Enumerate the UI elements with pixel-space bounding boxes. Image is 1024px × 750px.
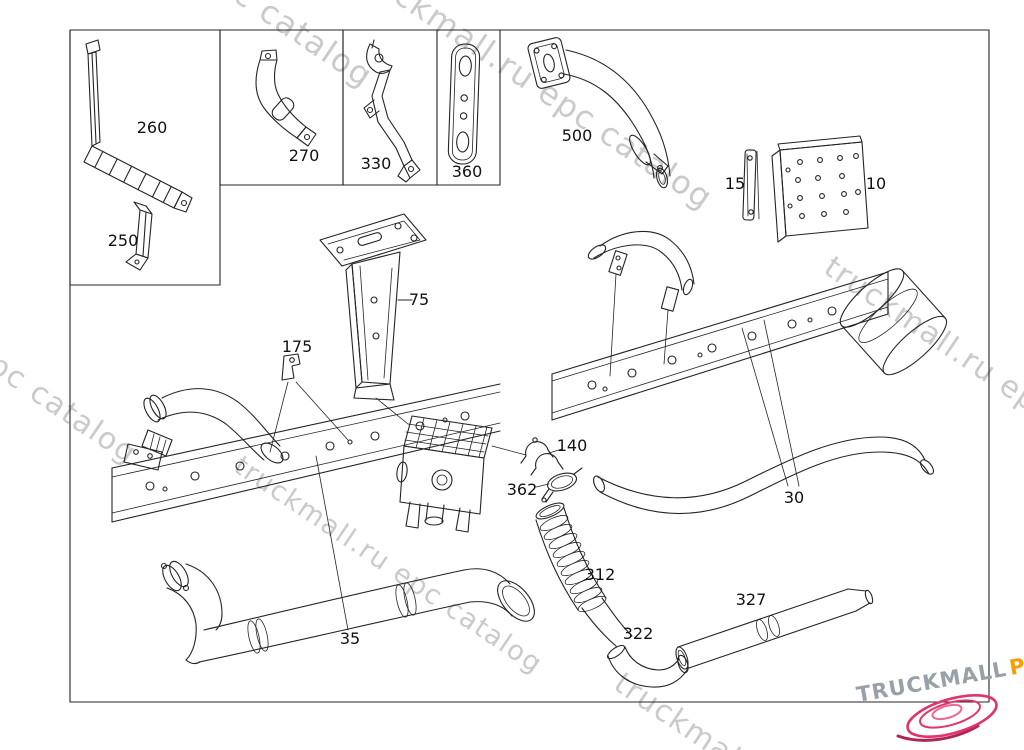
part-362-clamp [535,467,583,503]
part-label-250: 250 [108,231,139,250]
part-label-75: 75 [409,290,429,309]
part-10-mounting-plate [771,135,869,243]
part-360-plate [447,43,481,165]
part-330-lever [363,39,421,183]
part-label-175: 175 [282,337,313,356]
part-label-360: 360 [452,162,483,181]
watermark-text: truckmall.ru epc catalog [6,0,381,95]
right-frame-rail [551,230,889,487]
part-327-tailpipe [675,588,874,670]
left-frame-rail [111,383,501,631]
part-label-260: 260 [137,118,168,137]
part-label-330: 330 [361,154,392,173]
part-label-270: 270 [289,146,320,165]
front-exhaust-pipe [141,388,284,464]
rear-silencer-cylinder [839,268,948,376]
part-label-500: 500 [562,126,593,145]
part-label-15: 15 [725,174,745,193]
part-250-bracket [125,201,153,271]
part-322-elbow [606,644,689,688]
part-30-hose [593,436,935,515]
part-312-flex-pipe [535,502,633,647]
brand-logo: TRUCKMALLPARTS [855,643,1024,742]
part-label-10: 10 [866,174,886,193]
part-35-exhaust-assembly [160,560,535,665]
part-15-strap [742,149,760,221]
logo-suffix: PARTS [1007,643,1024,680]
catalyst-box [396,415,527,533]
watermark-text: truckmall.ru epc catalog [0,218,143,472]
part-175-clip [269,353,349,453]
part-500-pipe [527,37,671,189]
part-label-362: 362 [507,480,538,499]
part-260-bracket [83,39,193,213]
part-label-312: 312 [585,565,616,584]
part-label-322: 322 [623,624,654,643]
part-label-35: 35 [340,629,360,648]
part-140-clamp [520,437,564,476]
part-label-327: 327 [736,590,767,609]
part-labels: 260 250 270 330 360 500 15 10 75 175 140… [108,118,886,648]
part-270-bracket [255,49,317,147]
logo-name: TRUCKMALL [855,657,1009,707]
part-label-30: 30 [784,488,804,507]
logo-text: TRUCKMALLPARTS [855,643,1024,707]
part-label-140: 140 [557,436,588,455]
part-75-bracket [319,213,427,425]
border-frames [69,29,990,703]
